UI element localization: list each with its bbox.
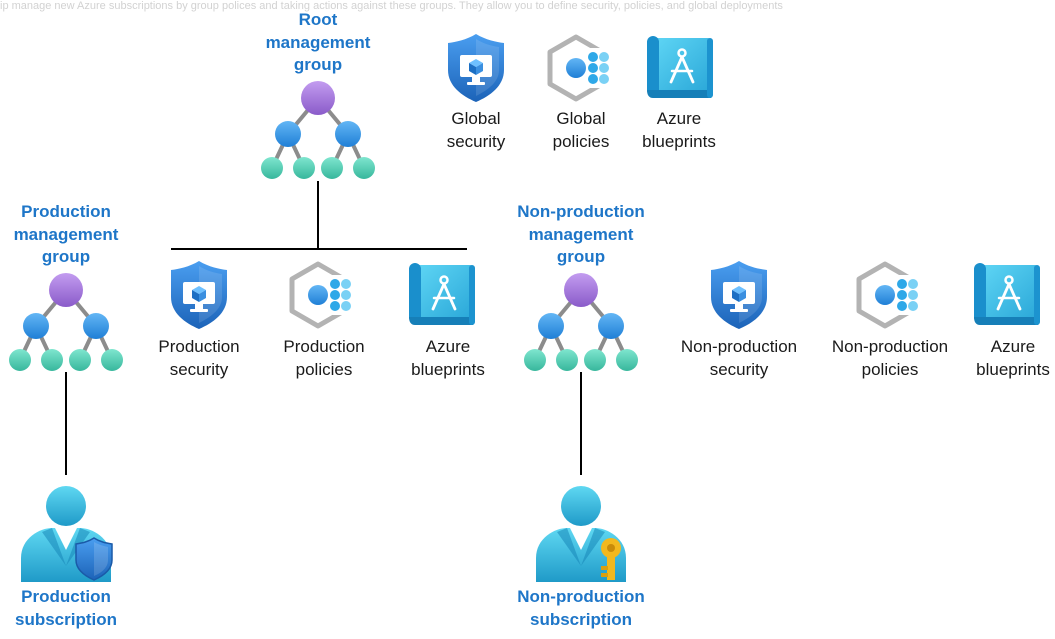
- production-group-title: Production management group: [13, 202, 119, 266]
- nonproduction-policies-label: Non-production policies: [831, 337, 949, 379]
- user-shield-icon: [21, 486, 113, 582]
- production-management-group-icon: [7, 271, 125, 373]
- nonproduction-management-group-icon: [522, 271, 640, 373]
- nonproduction-subscription-title: Non-production subscription: [517, 587, 645, 629]
- nonproduction-security-icon: [711, 261, 767, 329]
- nonproduction-azure-blueprints-label: Azure blueprints: [976, 337, 1050, 379]
- root-azure-blueprints-icon: [645, 34, 715, 100]
- production-subscription-title: Production subscription: [14, 587, 118, 629]
- global-policies-icon: [550, 37, 609, 99]
- production-policies-icon: [292, 264, 351, 326]
- production-security-label: Production security: [158, 337, 240, 379]
- global-security-label: Global security: [446, 109, 506, 151]
- production-azure-blueprints-label: Azure blueprints: [411, 337, 485, 379]
- nonproduction-group-title: Non-production management group: [517, 202, 645, 266]
- global-policies-label: Global policies: [552, 109, 610, 151]
- nonproduction-azure-blueprints-icon: [972, 261, 1042, 327]
- production-policies-label: Production policies: [283, 337, 365, 379]
- nonproduction-security-label: Non-production security: [680, 337, 798, 379]
- root-group-title: Root management group: [265, 10, 371, 74]
- production-security-icon: [171, 261, 227, 329]
- global-security-icon: [448, 34, 504, 102]
- background-faded-text: ip manage new Azure subscriptions by gro…: [0, 0, 783, 12]
- root-azure-blueprints-label: Azure blueprints: [642, 109, 716, 151]
- production-azure-blueprints-icon: [407, 261, 477, 327]
- nonproduction-policies-icon: [859, 264, 918, 326]
- root-management-group-icon: [259, 79, 377, 181]
- user-key-icon: [536, 486, 626, 582]
